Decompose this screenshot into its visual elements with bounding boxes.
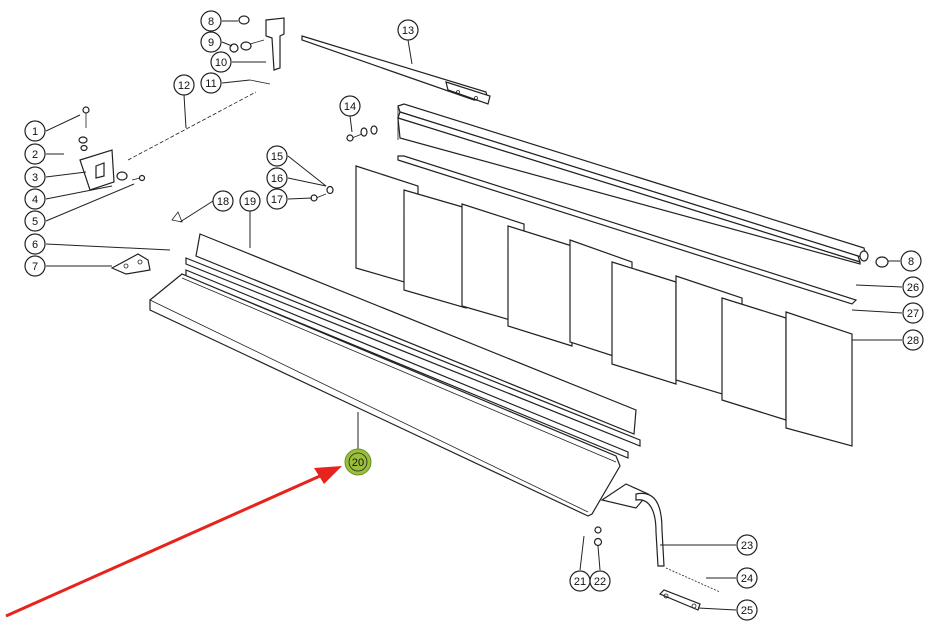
svg-text:20: 20 [352,457,364,469]
svg-text:19: 19 [244,196,256,208]
callout-13: 13 [397,19,419,41]
svg-text:12: 12 [178,80,190,92]
svg-text:22: 22 [594,576,606,588]
callout-25: 25 [736,599,758,621]
leader-lines [45,20,903,611]
svg-text:23: 23 [741,540,753,552]
linkage-parts [229,15,285,85]
svg-text:26: 26 [907,282,919,294]
svg-text:6: 6 [32,239,38,251]
flaps-28 [355,165,853,447]
callout-18: 18 [212,190,234,212]
callout-4: 4 [24,188,46,210]
svg-text:28: 28 [907,335,919,347]
fasteners-21-22 [593,526,603,547]
svg-text:25: 25 [741,605,753,617]
svg-text:8: 8 [208,16,214,28]
svg-text:3: 3 [32,172,38,184]
callout-26: 26 [902,276,924,298]
svg-text:5: 5 [32,216,38,228]
callout-3: 3 [24,166,46,188]
svg-text:27: 27 [907,308,919,320]
svg-text:10: 10 [215,57,227,69]
callout-22: 22 [589,570,611,592]
red-arrow [5,466,342,618]
strip-6 [185,257,641,459]
svg-text:16: 16 [271,173,283,185]
chain-12 [127,91,257,161]
rod-13 [301,35,491,105]
callout-12: 12 [173,74,195,96]
svg-text:21: 21 [574,576,586,588]
strip-19 [195,233,637,435]
bracket-assembly [78,106,146,191]
svg-text:18: 18 [217,196,229,208]
svg-text:24: 24 [741,573,753,585]
callout-24: 24 [736,567,758,589]
washer-8-right [875,256,889,268]
link-25 [658,589,701,611]
callout-17: 17 [266,188,288,210]
callout-5: 5 [24,210,46,232]
callout-14: 14 [339,95,361,117]
svg-text:7: 7 [32,261,38,273]
callout-21: 21 [569,570,591,592]
callout-16: 16 [266,167,288,189]
svg-text:15: 15 [271,151,283,163]
callout-7: 7 [24,255,46,277]
callout-8: 8 [200,10,222,32]
svg-text:1: 1 [32,126,38,138]
callout-15: 15 [266,145,288,167]
callout-9: 9 [200,31,222,53]
strip-27 [397,155,858,305]
arm-23 [600,483,665,567]
callout-23: 23 [736,534,758,556]
callout-2: 2 [24,143,46,165]
channel-26 [397,103,869,265]
svg-text:14: 14 [344,101,356,113]
callout-6: 6 [24,233,46,255]
callout-28: 28 [902,329,924,351]
callout-20-highlighted: 20 [344,448,372,476]
callout-1: 1 [24,120,46,142]
callout-10: 10 [210,51,232,73]
svg-text:4: 4 [32,194,38,206]
svg-text:13: 13 [402,25,414,37]
callout-8-right: 8 [900,250,922,272]
svg-text:17: 17 [271,194,283,206]
trough-20 [149,273,621,517]
callout-27: 27 [902,302,924,324]
svg-text:8: 8 [908,256,914,268]
svg-text:11: 11 [205,78,216,90]
mounting-plate-7 [110,253,151,275]
callout-11: 11 [200,72,222,94]
svg-text:9: 9 [208,37,214,49]
bolts-14-17 [171,125,378,223]
callouts: 1 2 3 4 5 6 7 8 9 10 11 12 13 14 15 16 1… [24,10,924,621]
svg-text:2: 2 [32,149,38,161]
spring-24 [665,567,721,593]
callout-19: 19 [239,190,261,212]
